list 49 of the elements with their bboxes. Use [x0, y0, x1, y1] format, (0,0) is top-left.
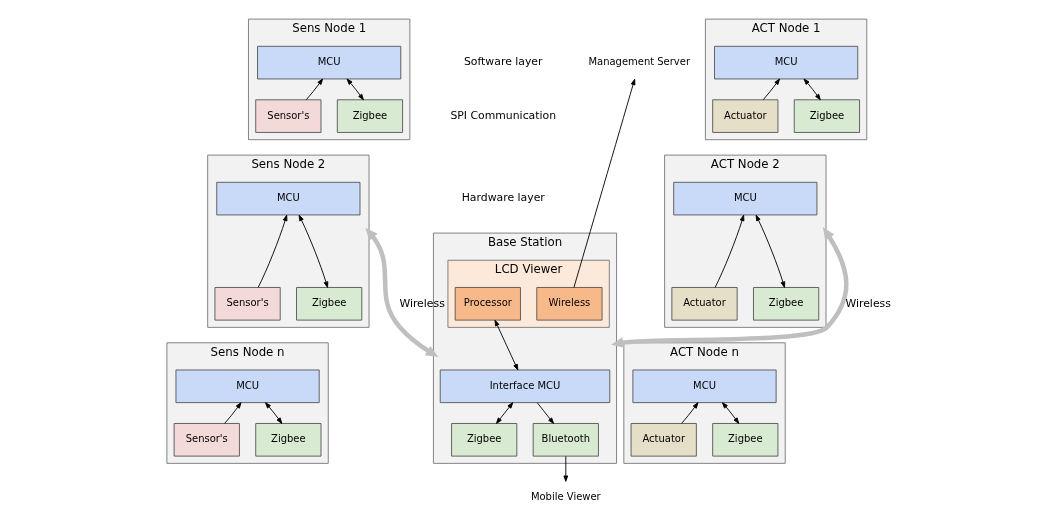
node-text: Management Server	[588, 56, 690, 68]
arrow	[224, 402, 242, 424]
edge-label: Wireless	[845, 296, 891, 310]
node-box: Actuator	[712, 99, 779, 133]
arrow	[298, 214, 329, 288]
node-box: Bluetooth	[532, 423, 599, 457]
node-box: Sensor's	[173, 423, 240, 457]
arrow	[265, 402, 283, 424]
arrow	[721, 402, 740, 424]
node-box: MCU	[216, 181, 361, 216]
edge-label: Wireless	[399, 296, 445, 310]
arrow	[573, 78, 636, 288]
node-box: MCU	[714, 45, 859, 80]
label: Hardware layer	[461, 191, 545, 205]
arrow	[762, 78, 780, 101]
arrow	[714, 214, 745, 288]
node-box: Zigbee	[753, 287, 820, 321]
node-box: Zigbee	[712, 423, 779, 457]
arrow	[305, 78, 324, 101]
node-text: Mobile Viewer	[530, 491, 601, 503]
node-box: Sensor's	[214, 287, 281, 321]
arrow	[536, 402, 555, 424]
arrow	[494, 319, 519, 371]
node-box: Zigbee	[793, 99, 860, 133]
node-box: Actuator	[671, 287, 738, 321]
arrow	[346, 78, 364, 101]
arrow	[611, 227, 849, 348]
arrow	[803, 78, 821, 101]
label: Software layer	[463, 55, 543, 69]
node-box: Sensor's	[255, 99, 322, 133]
node-box: MCU	[257, 45, 402, 80]
node-box: Zigbee	[336, 99, 404, 133]
node-box: Zigbee	[296, 287, 363, 321]
node-box: Interface MCU	[439, 369, 611, 404]
arrow	[755, 214, 786, 288]
node-box: MCU	[175, 369, 320, 404]
node-box: MCU	[673, 181, 818, 216]
node-box: Processor	[454, 287, 521, 321]
node-box: MCU	[632, 369, 777, 404]
arrow	[495, 402, 514, 424]
node-box: Zigbee	[451, 423, 518, 457]
node-box: Zigbee	[255, 423, 322, 457]
node-box: Wireless	[536, 287, 603, 321]
arrow	[681, 402, 699, 424]
arrow	[257, 214, 288, 288]
node-box: Actuator	[630, 423, 697, 457]
arrow	[365, 227, 439, 357]
label: SPI Communication	[450, 108, 557, 122]
arrow	[563, 455, 569, 482]
